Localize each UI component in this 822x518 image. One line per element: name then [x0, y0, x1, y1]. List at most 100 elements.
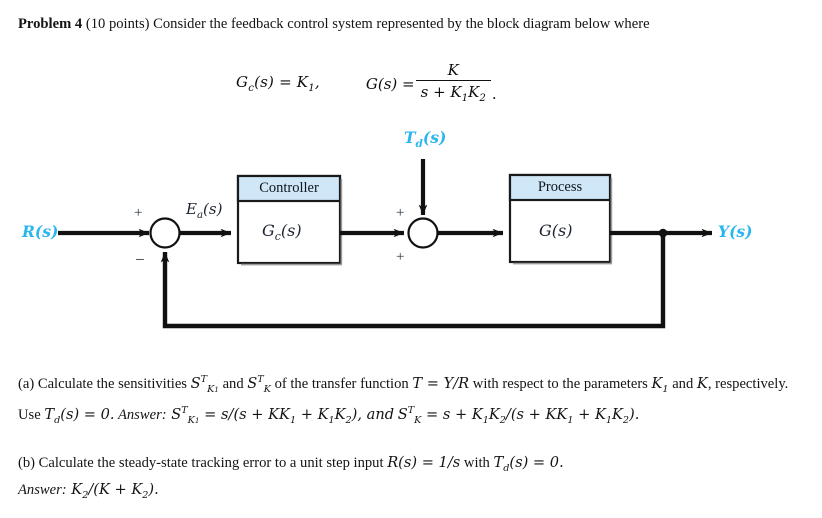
part-a-line3-expr5: K — [612, 405, 623, 423]
output-signal-label: Y(s) — [718, 222, 753, 241]
plant-den-K: K — [468, 83, 480, 102]
part-a-ans-S: S — [166, 405, 182, 423]
part-a-line3-S: S — [397, 405, 408, 423]
part-b-Td-sub: d — [503, 462, 510, 474]
summer1-minus-sign: − — [135, 250, 145, 269]
plant-den-sub1: 1 — [461, 93, 469, 105]
part-a-line1-end: with respect to the — [469, 375, 581, 392]
part-a-answer-word: Answer: — [114, 406, 167, 423]
part-a-Td-tail: (s) = 0. — [60, 405, 115, 423]
part-b-Td-tail: (s) = 0. — [509, 454, 564, 471]
equation-period: . — [491, 85, 497, 104]
part-a-line2-mid: and — [668, 375, 697, 392]
part-a-K1-sym: K — [651, 374, 663, 392]
part-a-line3-expr: = s + K — [421, 405, 483, 423]
part-b-ans-sub1: 2 — [82, 489, 89, 501]
controller-G-tail: (s) — [280, 221, 302, 240]
part-a-ans-S-sub: K — [187, 414, 195, 426]
disturbance-sub: d — [415, 138, 423, 151]
part-a-ans-sub1: 1 — [289, 414, 297, 426]
part-b-mid: with — [460, 455, 494, 471]
gc-comma: , — [314, 73, 320, 92]
part-a-sensitivity-1: STK1 — [190, 374, 219, 395]
part-a-line3-s4: 1 — [605, 414, 612, 426]
plant-denominator: s + K1K2 — [416, 81, 491, 104]
part-a-S1-sub-idx: 1 — [214, 384, 219, 394]
summing-junction-2 — [407, 217, 439, 249]
controller-header-bar — [236, 174, 342, 203]
error-tail: (s) — [203, 200, 223, 218]
part-a-S2-sub: K — [263, 383, 271, 395]
part-a-line3-sub: K — [414, 414, 422, 426]
answer-part-a: (a) Calculate the sensitivities STK1 and… — [18, 369, 808, 431]
part-a-sensitivity-2: STK — [247, 374, 271, 395]
part-a-S2: S — [247, 374, 258, 392]
part-a-line3: STK = s + K1K2/(s + KK1 + K1K2). — [397, 404, 640, 426]
part-a-K1: K1 — [651, 374, 669, 395]
part-b-ans-sub2: 2 — [142, 489, 149, 501]
part-a-ans-expr4: ), and — [351, 405, 395, 423]
part-a-line3-s1: 1 — [482, 414, 489, 426]
problem-heading: Problem 4 — [18, 16, 83, 32]
answer-part-b: (b) Calculate the steady-state tracking … — [18, 452, 808, 506]
part-a-ans-sub2: 1 — [328, 414, 335, 426]
part-b-answer-expr: K2/(K + K2). — [66, 480, 159, 501]
fraction-bar — [415, 80, 491, 82]
problem-statement-text: (10 points) Consider the feedback contro… — [82, 16, 650, 32]
part-a-line3-s3: 1 — [567, 414, 574, 426]
part-a-line3-expr2: K — [488, 405, 500, 423]
input-signal-label: R(s) — [22, 222, 59, 241]
part-a-line3-sup: T — [407, 404, 415, 416]
disturbance-T: T — [404, 128, 416, 147]
plant-equation-lhs: G(s) = — [365, 74, 415, 93]
controller-header-label: Controller — [259, 180, 319, 196]
feedback-path — [160, 233, 666, 329]
error-E: E — [186, 200, 197, 218]
part-b-ans-end: ). — [148, 480, 159, 498]
plant-den-s: s + K — [420, 83, 462, 102]
part-a-S1-sub: K — [207, 383, 215, 395]
part-a-line3-s5: 2 — [622, 414, 630, 426]
part-a-ans-expr3: K — [334, 405, 346, 423]
plant-fraction: K s + K1K2 — [415, 61, 491, 104]
process-body-label: G(s) — [539, 221, 573, 240]
problem-statement: Problem 4 (10 points) Consider the feedb… — [18, 14, 798, 34]
summing-junction-1 — [149, 217, 181, 249]
part-a-line3-expr4: + K — [573, 405, 606, 423]
part-a-Td: Td(s) = 0. — [44, 405, 115, 426]
controller-body-label: Gc(s) — [262, 223, 302, 243]
part-a-S1: S — [190, 374, 201, 392]
part-a-line3-expr6: ). — [629, 405, 640, 423]
disturbance-signal-label: Td(s) — [404, 130, 446, 150]
part-a-S1-sup: T — [200, 374, 208, 385]
part-b-R-def: R(s) = 1/s — [387, 454, 461, 471]
part-a-line2-post: , respectively. Use — [18, 375, 789, 423]
block-diagram: R(s) Y(s) Td(s) Ea(s) Controller Gc(s) P… — [0, 118, 822, 353]
part-a-answer-expr: STK1 = s/(s + KK1 + K1K2), and — [166, 404, 395, 426]
part-b-Td-sym: T — [493, 454, 504, 471]
summer1-plus-sign: + — [134, 205, 143, 221]
summer2-plus-sign-bottom: + — [396, 249, 405, 265]
part-b-ans-K: K — [66, 480, 83, 498]
part-a-ans-sub3: 2 — [345, 414, 352, 426]
controller-G-sub: c — [274, 230, 281, 244]
part-b-ans-expr: /(K + K — [88, 480, 143, 498]
error-sub: a — [196, 210, 204, 221]
part-a-ans-expr2: + K — [296, 405, 329, 423]
part-a-S2-sup: T — [257, 374, 264, 385]
part-b-Td: Td(s) = 0. — [493, 454, 564, 474]
gc-subscript: c — [248, 83, 255, 95]
disturbance-tail: (s) — [422, 128, 447, 147]
part-a-ans-S-sub-idx: 1 — [194, 415, 200, 425]
part-a-K1-sub: 1 — [662, 383, 669, 395]
gc-symbol: G — [236, 73, 249, 92]
part-a-line2-pre: parameters — [583, 375, 652, 392]
part-a-ans-S-sup: T — [181, 404, 188, 416]
part-a-line3-expr3: /(s + KK — [505, 405, 568, 423]
gc-expression: (s) = K — [254, 73, 309, 92]
part-b-intro: (b) Calculate the steady-state tracking … — [18, 455, 388, 471]
plant-den-sub2: 2 — [479, 93, 486, 105]
part-b-answer-word: Answer: — [18, 481, 67, 498]
error-signal-label: Ea(s) — [186, 202, 222, 221]
